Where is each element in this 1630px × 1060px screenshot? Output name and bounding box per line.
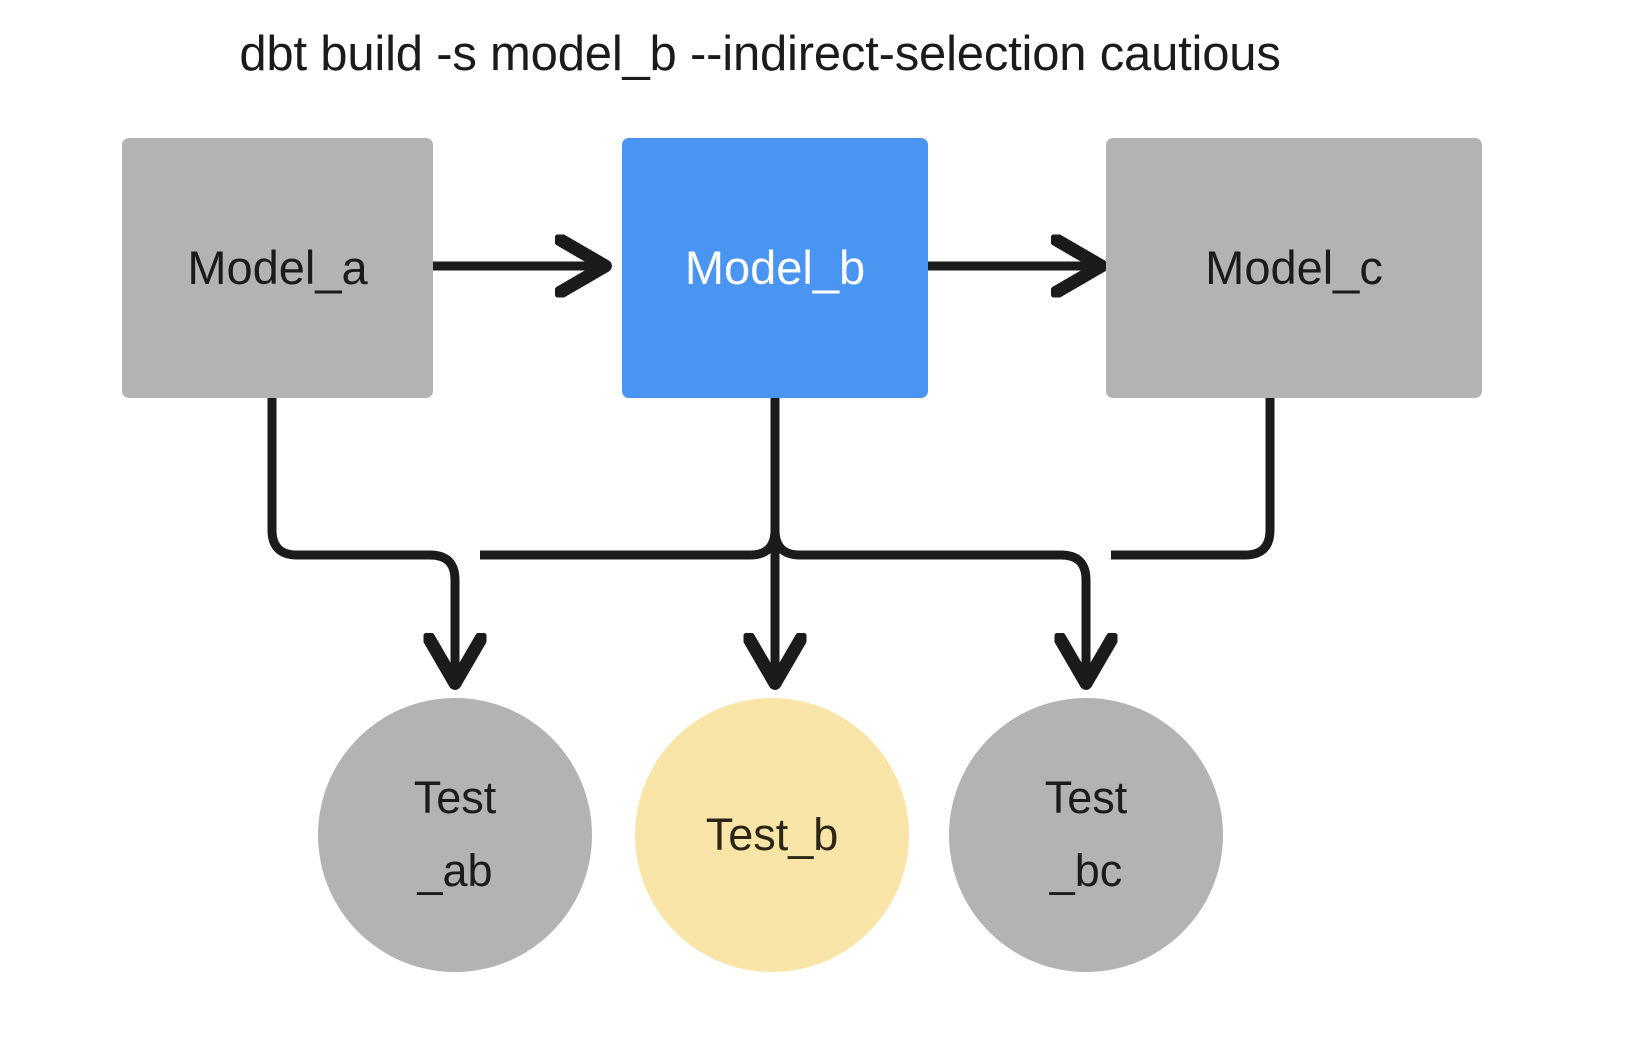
node-model-b[interactable]: Model_b	[622, 138, 928, 398]
node-test-b[interactable]: Test_b	[635, 698, 909, 972]
node-model-c-label: Model_c	[1205, 241, 1383, 295]
edge-model-a-to-test-ab	[267, 398, 455, 678]
node-test-b-label: Test_b	[705, 808, 839, 860]
node-test-bc[interactable]: Test _bc	[949, 698, 1223, 972]
node-test-ab-label: Test _ab	[413, 772, 497, 896]
node-model-a[interactable]: Model_a	[122, 138, 433, 398]
node-model-c[interactable]: Model_c	[1106, 138, 1482, 398]
edge-model-c-to-test-bc	[1111, 398, 1275, 560]
node-test-bc-label: Test _bc	[1044, 772, 1128, 896]
diagram-title: dbt build -s model_b --indirect-selectio…	[239, 27, 1281, 81]
node-model-a-label: Model_a	[187, 241, 368, 295]
node-model-b-label: Model_b	[684, 241, 866, 295]
edge-model-b-to-test-bc	[770, 529, 1086, 678]
node-test-ab[interactable]: Test _ab	[318, 698, 592, 972]
edge-model-b-to-test-ab	[480, 529, 780, 560]
